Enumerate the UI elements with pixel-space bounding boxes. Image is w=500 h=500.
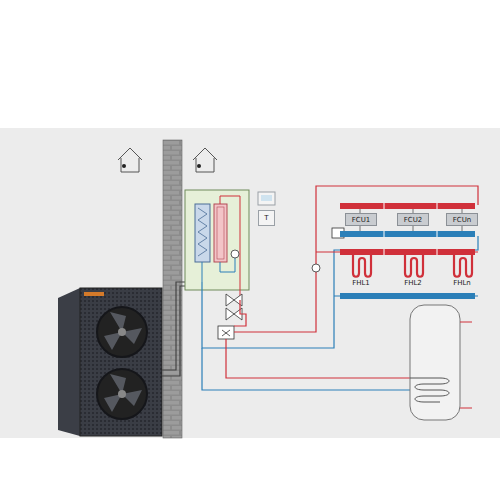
fan-coil-unit: FCU1	[345, 213, 377, 226]
floor-heating-loop: FHL2	[397, 255, 429, 291]
wall	[163, 140, 182, 438]
node-label: FHLn	[453, 279, 471, 287]
indoor-unit	[185, 190, 249, 290]
loop-coil	[349, 255, 373, 279]
diverter-valve	[218, 326, 234, 339]
fan-coil-unit: FCU2	[397, 213, 429, 226]
loop-coil	[401, 255, 425, 279]
node-label: FCUn	[453, 216, 471, 224]
floor-heating-loop: FHL1	[345, 255, 377, 291]
node-label: FCU1	[352, 216, 371, 224]
heat-pump-unit	[80, 288, 162, 436]
fan-coil-unit: FCUn	[446, 213, 478, 226]
hot-water-tank	[410, 305, 460, 420]
background-panel	[0, 128, 500, 438]
loop-coil	[450, 255, 474, 279]
node-label: T	[264, 214, 268, 222]
floor-heating-loop: FHLn	[446, 255, 478, 291]
node-label: FHL1	[352, 279, 370, 287]
node-label: FCU2	[404, 216, 423, 224]
node-label: FHL2	[404, 279, 422, 287]
thermostat-box: T	[258, 210, 275, 226]
